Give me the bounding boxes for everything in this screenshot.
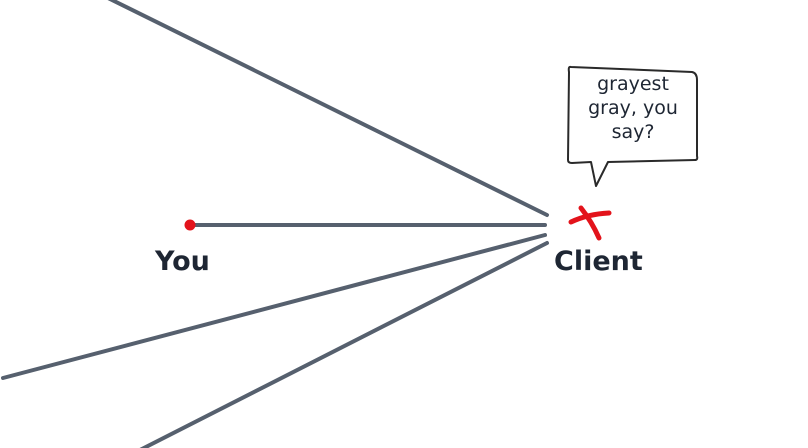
client-x-marker (568, 205, 612, 241)
client-label: Client (554, 246, 643, 277)
you-label: You (155, 246, 210, 277)
speech-bubble (567, 65, 699, 187)
speech-line: grayest (597, 73, 669, 95)
speech-line: say? (611, 121, 655, 143)
connector-line-bottom (139, 241, 549, 448)
connector-line-lower (1, 233, 547, 380)
speech-line: gray, you (588, 97, 678, 119)
you-dot-marker (184, 219, 196, 231)
connector-line-top (107, 0, 549, 217)
speech-bubble-text: grayest gray, you say? (572, 72, 694, 144)
